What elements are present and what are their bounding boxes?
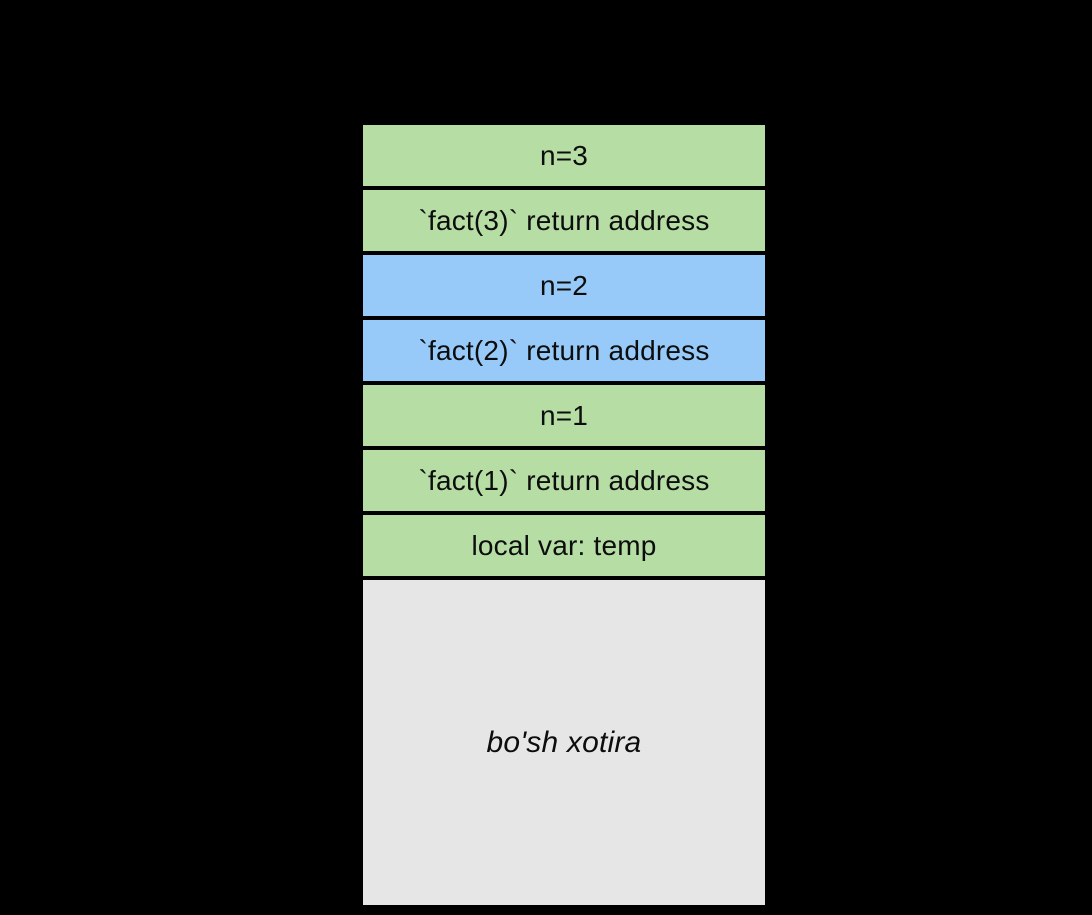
stack-frame-n2: n=2 xyxy=(363,251,765,316)
stack-frame-n1: n=1 xyxy=(363,381,765,446)
stack-frame-fact2-return-address: `fact(2)` return address xyxy=(363,316,765,381)
stack-frame-fact1-return-address: `fact(1)` return address xyxy=(363,446,765,511)
free-memory-region: bo'sh xotira xyxy=(363,576,765,905)
stack-frame-fact3-return-address: `fact(3)` return address xyxy=(363,186,765,251)
stack-frame-local-var-temp: local var: temp xyxy=(363,511,765,576)
stack-frame-n3: n=3 xyxy=(363,125,765,186)
call-stack-diagram: n=3 `fact(3)` return address n=2 `fact(2… xyxy=(360,122,768,908)
